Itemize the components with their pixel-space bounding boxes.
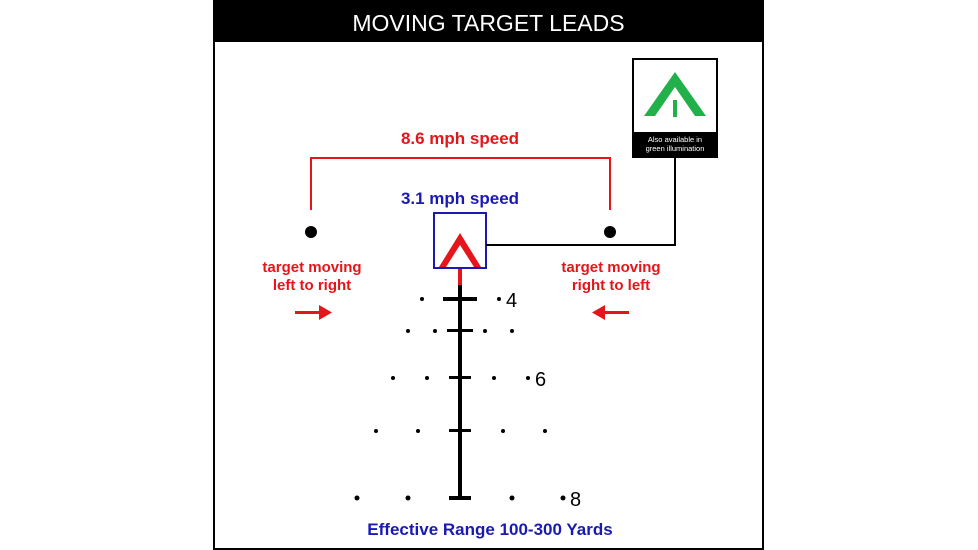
fast-lead-bracket xyxy=(310,157,611,210)
diagram-card: MOVING TARGET LEADS xyxy=(213,0,764,550)
inset-caption: Also available in green illumination xyxy=(634,132,716,156)
left-lead-dot xyxy=(305,226,317,238)
fast-speed-label: 8.6 mph speed xyxy=(400,129,520,148)
title-bar: MOVING TARGET LEADS xyxy=(215,2,762,42)
range-label-6: 6 xyxy=(535,369,546,391)
right-arrow-icon xyxy=(295,305,332,320)
range-label-8: 8 xyxy=(570,489,581,511)
left-to-right-label: target moving left to right xyxy=(262,259,362,294)
range-label-4: 4 xyxy=(506,290,517,312)
post-dots xyxy=(458,312,462,464)
diagram-title: MOVING TARGET LEADS xyxy=(352,10,625,36)
effective-range-caption: Effective Range 100-300 Yards xyxy=(367,520,613,539)
chevron-reticle-icon xyxy=(439,233,481,267)
green-chevron-icon xyxy=(644,72,706,117)
drop-post xyxy=(458,285,462,498)
windage-dots-row-7 xyxy=(374,429,547,433)
stadia-bar-4 xyxy=(443,297,477,301)
stadia-bar-8 xyxy=(449,496,471,500)
reticle-diagram-graphics: 4 6 8 xyxy=(295,156,676,511)
windage-dots-row-8 xyxy=(354,495,566,501)
inset-connector-line xyxy=(486,156,676,246)
stadia-bar-6 xyxy=(449,376,471,379)
right-to-left-label: target moving right to left xyxy=(561,259,661,294)
left-arrow-icon xyxy=(592,305,629,320)
stadia-bar-5 xyxy=(447,329,473,332)
green-illumination-inset: Also available in green illumination xyxy=(632,58,718,158)
windage-dots-row-6 xyxy=(391,376,530,380)
slow-speed-label: 3.1 mph speed xyxy=(400,189,520,208)
stadia-bar-7 xyxy=(449,429,471,432)
slow-lead-box xyxy=(433,212,487,269)
right-lead-dot xyxy=(604,226,616,238)
windage-dots-row-4 xyxy=(420,297,501,301)
windage-dots-row-5 xyxy=(406,329,514,333)
chevron-stem xyxy=(458,269,462,285)
